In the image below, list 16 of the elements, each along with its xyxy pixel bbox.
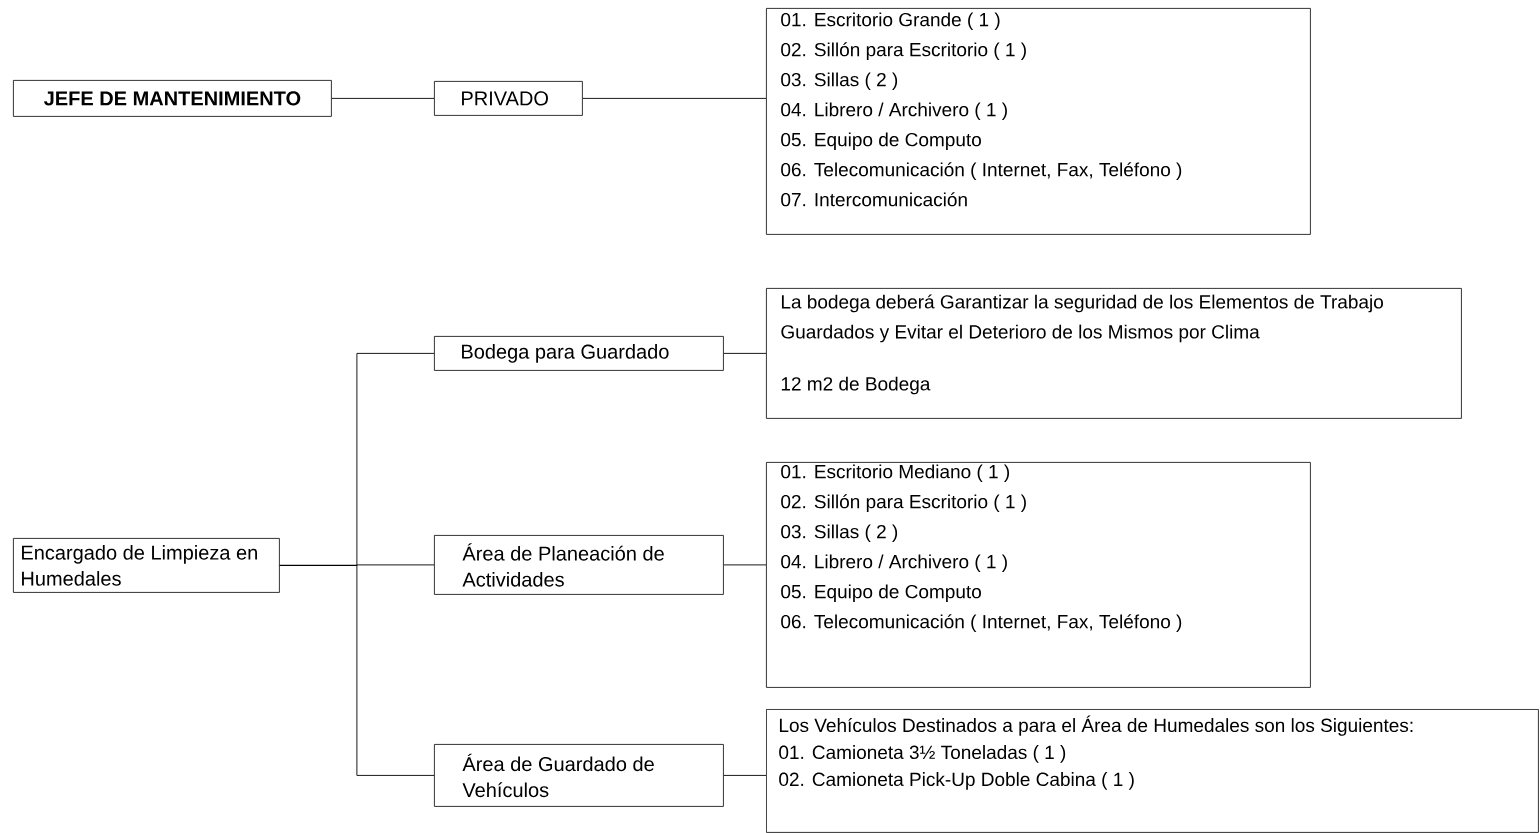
process-box: Encargado de Limpieza en Humedales: [13, 538, 280, 593]
note-box: La bodega deberá Garantizar la seguridad de los Elementos de Trabajo Guardados y Evitar el Deterioro de los Mismos por Clima 12 m2 de Bodega: [766, 288, 1462, 419]
connector-line: [582, 97, 767, 99]
process-box: Área de Planeación de Actividades: [434, 535, 724, 595]
connector-line: [723, 564, 767, 566]
connector-line: [331, 97, 435, 99]
process-box: Área de Guardado de Vehículos: [434, 744, 724, 807]
connector-line: [723, 774, 767, 776]
connector-line: [723, 352, 767, 354]
list-box: 01. Escritorio Mediano ( 1 ) 02. Sillón para Escritorio ( 1 ) 03. Sillas ( 2 ) 04. Librero / Archivero ( 1 ) 05. Equipo de Computo 06. Telecomunicación ( Internet, Fax, Teléfono ): [766, 462, 1311, 688]
process-box: PRIVADO: [434, 81, 583, 116]
title-box: JEFE DE MANTENIMIENTO: [13, 80, 332, 117]
connector-line: [279, 564, 435, 776]
list-box: 01. Escritorio Grande ( 1 ) 02. Sillón para Escritorio ( 1 ) 03. Sillas ( 2 ) 04. Librero / Archivero ( 1 ) 05. Equipo de Computo 06. Telecomunicación ( Internet, Fax, Teléfono ) 07. Intercomunicación: [766, 8, 1311, 235]
note-box: Los Vehículos Destinados a para el Área de Humedales son los Siguientes: 01. Camioneta 3½ Toneladas ( 1 ) 02. Camioneta Pick-Up Doble Cabina ( 1 ): [766, 709, 1539, 833]
process-box: Bodega para Guardado: [434, 336, 724, 371]
